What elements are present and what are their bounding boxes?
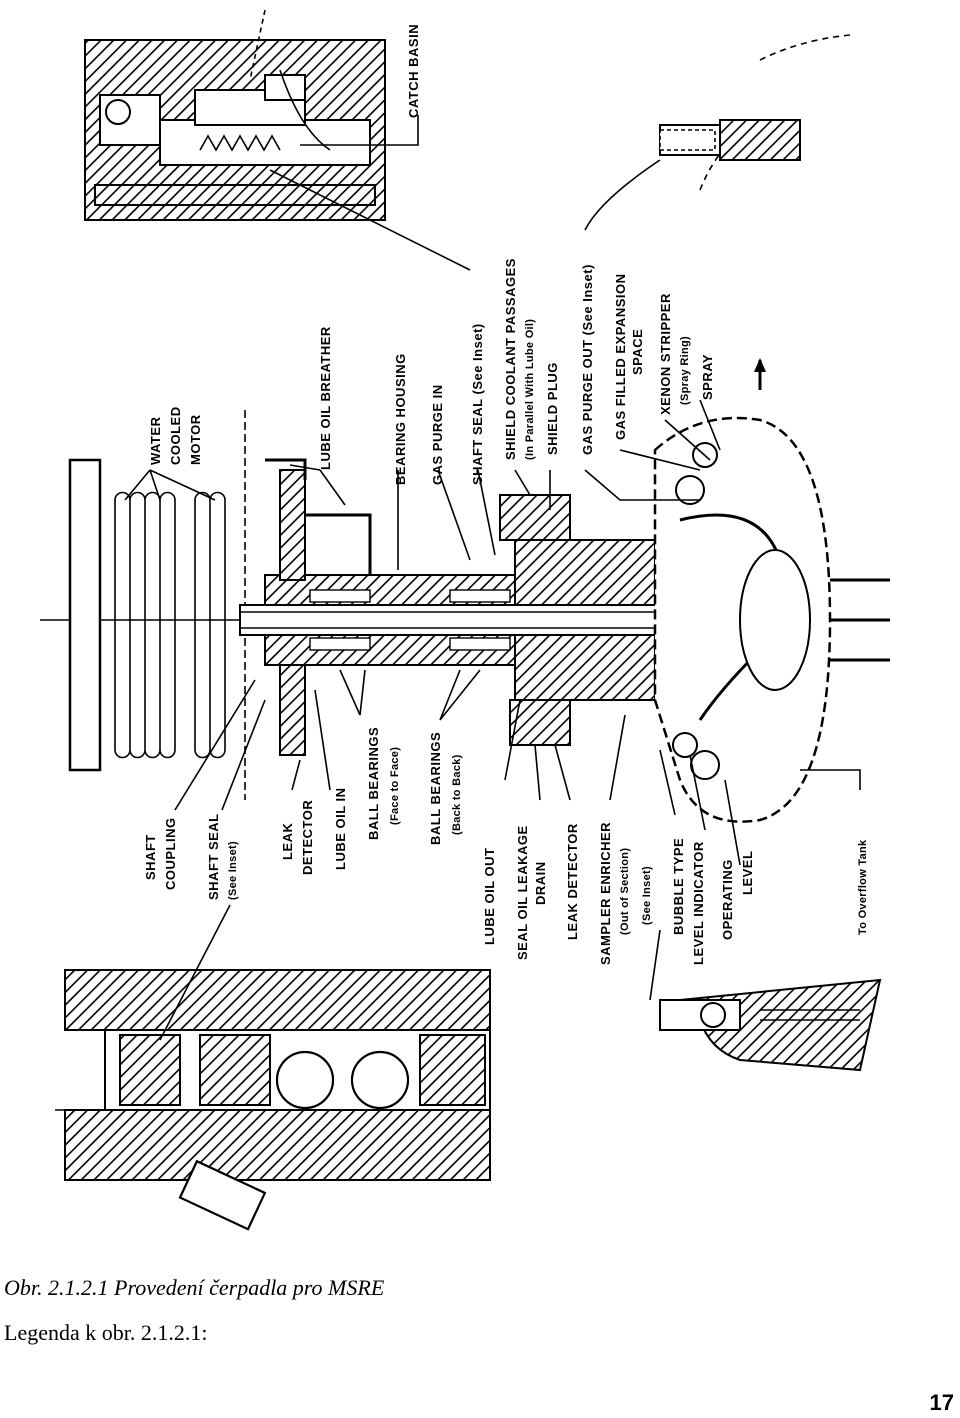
label-bubble-type-1: BUBBLE TYPE	[671, 838, 686, 935]
label-bearing-housing: BEARING HOUSING	[393, 353, 408, 485]
label-gas-filled-expansion-1: GAS FILLED EXPANSION	[613, 274, 628, 441]
label-operating-level-1: OPERATING	[720, 859, 735, 940]
page-number: 17	[929, 1390, 954, 1415]
shield-plug	[499, 494, 656, 746]
label-seal-oil-leakage-2: DRAIN	[533, 861, 548, 905]
label-lube-oil-out: LUBE OIL OUT	[482, 848, 497, 945]
label-seal-oil-leakage-1: SEAL OIL LEAKAGE	[515, 825, 530, 960]
label-gas-purge-out: GAS PURGE OUT (See Inset)	[580, 264, 595, 455]
label-leak-detector-right: LEAK DETECTOR	[565, 823, 580, 940]
label-shaft-seal-bottom-2: (See Inset)	[227, 841, 239, 900]
label-shield-coolant-passages-2: (In Parallel With Lube Oil)	[524, 319, 536, 460]
legend-heading: Legenda k obr. 2.1.2.1:	[4, 1320, 208, 1345]
label-shaft-seal-bottom-1: SHAFT SEAL	[206, 813, 221, 900]
pump-cross-section-diagram: CATCH BASIN WATER COOLED MOTOR LUBE OIL …	[40, 9, 890, 1231]
pump-bowl	[653, 358, 890, 823]
label-ball-bearings-back-2: (Back to Back)	[451, 754, 463, 835]
label-ball-bearings-face-1: BALL BEARINGS	[366, 727, 381, 840]
inset-shaft-seal	[55, 969, 491, 1231]
label-ball-bearings-back-1: BALL BEARINGS	[428, 732, 443, 845]
label-sampler-enricher-1: SAMPLER ENRICHER	[598, 822, 613, 965]
inset-catch-basin	[84, 9, 386, 221]
label-shield-plug: SHIELD PLUG	[545, 362, 560, 455]
label-sampler-enricher-3: (See Inset)	[641, 866, 653, 925]
label-xenon-stripper-1: XENON STRIPPER	[658, 293, 673, 415]
label-gas-filled-expansion-2: SPACE	[630, 329, 645, 375]
label-water-cooled-motor-3: MOTOR	[188, 414, 203, 465]
leader-lines	[124, 115, 861, 1041]
label-gas-purge-in: GAS PURGE IN	[430, 384, 445, 485]
label-operating-level-2: LEVEL	[740, 851, 755, 895]
label-lube-oil-breather: LUBE OIL BREATHER	[318, 326, 333, 470]
inset-sampler	[659, 978, 882, 1072]
label-bubble-type-2: LEVEL INDICATOR	[691, 841, 706, 965]
label-water-cooled-motor-1: WATER	[148, 416, 163, 465]
label-shaft-seal-top: SHAFT SEAL (See Inset)	[470, 323, 485, 485]
diagram-labels: CATCH BASIN WATER COOLED MOTOR LUBE OIL …	[143, 24, 869, 965]
label-ball-bearings-face-2: (Face to Face)	[389, 747, 401, 825]
water-cooled-motor	[68, 410, 246, 800]
bearing-housing	[264, 458, 516, 756]
label-shaft-coupling-2: COUPLING	[163, 817, 178, 890]
figure-caption: Obr. 2.1.2.1 Provedení čerpadla pro MSRE	[4, 1275, 385, 1300]
label-sampler-enricher-2: (Out of Section)	[619, 848, 631, 935]
label-water-cooled-motor-2: COOLED	[168, 406, 183, 465]
label-leak-detector-left-1: LEAK	[280, 823, 295, 861]
label-to-overflow-tank: To Overflow Tank	[857, 839, 869, 935]
label-shield-coolant-passages-1: SHIELD COOLANT PASSAGES	[503, 258, 518, 460]
label-leak-detector-left-2: DETECTOR	[300, 800, 315, 875]
label-lube-oil-in: LUBE OIL IN	[333, 787, 348, 870]
label-xenon-stripper-2: (Spray Ring)	[679, 336, 691, 405]
label-catch-basin: CATCH BASIN	[406, 24, 421, 118]
label-spray: SPRAY	[700, 354, 715, 400]
inset-gas-purge-out	[659, 34, 851, 191]
label-shaft-coupling-1: SHAFT	[143, 834, 158, 880]
